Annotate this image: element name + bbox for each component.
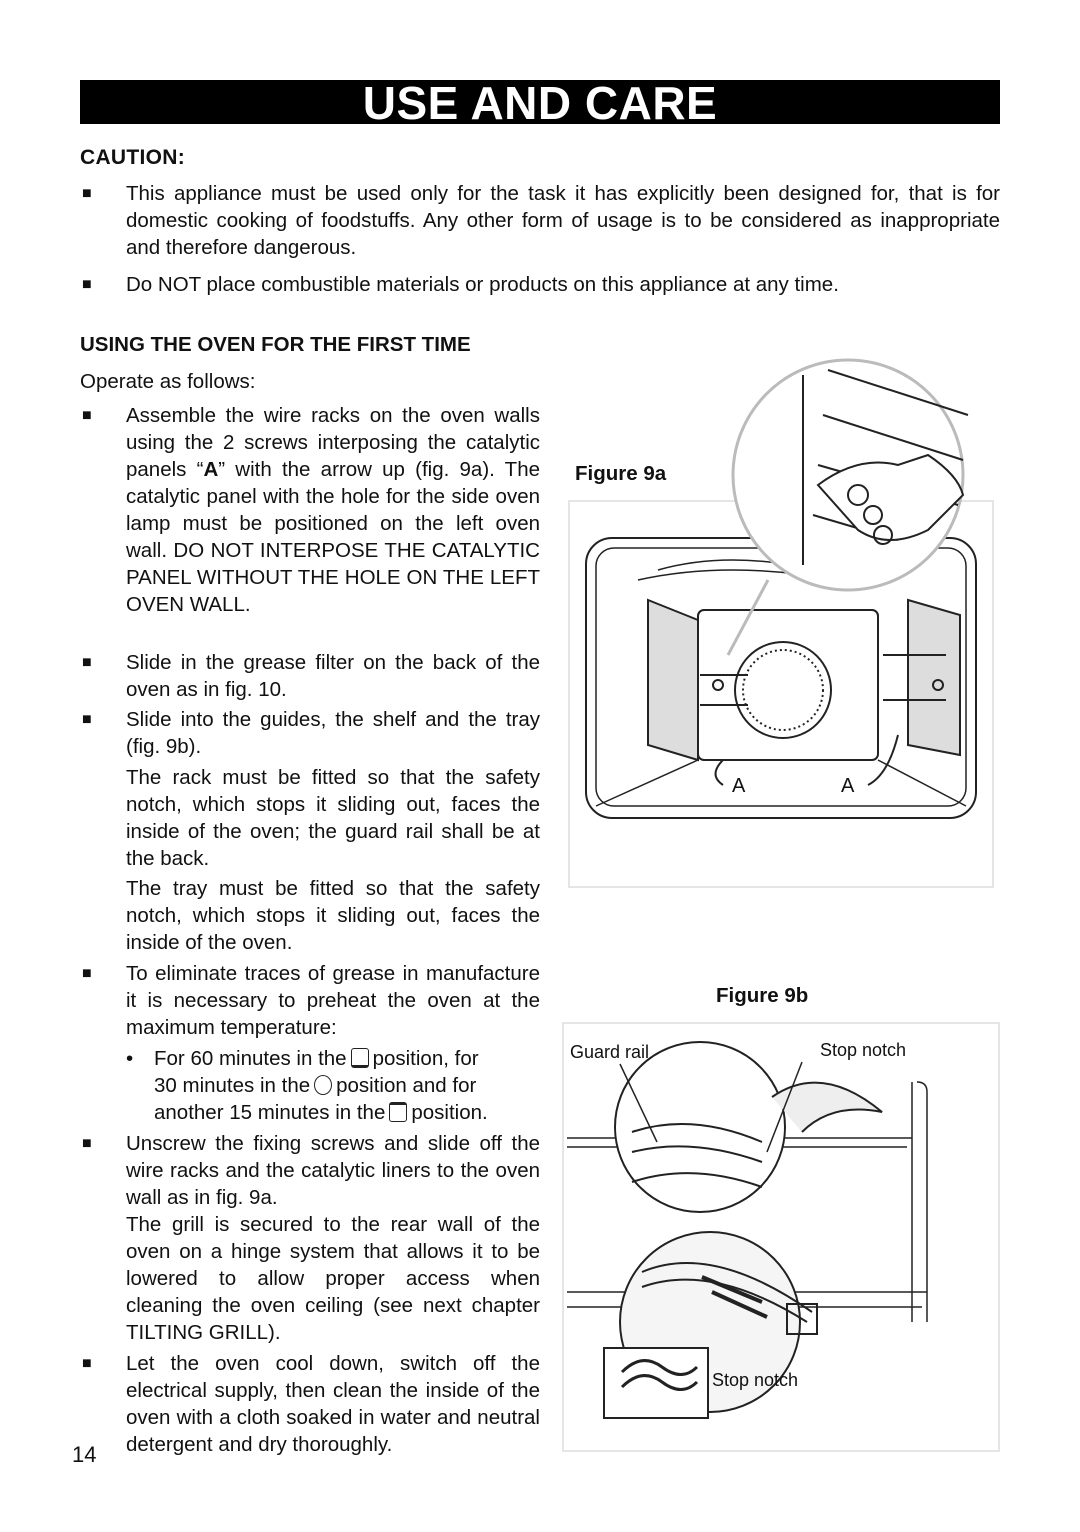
bullet-square-icon: ■	[82, 1355, 92, 1372]
preheat-line-2-b: position and for	[336, 1074, 477, 1097]
step-5-text: Unscrew the fixing screws and slide off …	[126, 1132, 540, 1209]
step-3: ■ Slide into the guides, the shelf and t…	[82, 706, 540, 760]
figure-9a-illustration: A A	[585, 358, 977, 819]
bottom-heat-icon	[350, 1048, 369, 1068]
bullet-square-icon: ■	[82, 185, 92, 202]
caution-item-1-text: This appliance must be used only for the…	[126, 182, 1000, 259]
grill-icon	[389, 1102, 408, 1122]
step-1-text-a: Assemble the wire racks on the oven wall…	[126, 404, 540, 481]
step-2-text: Slide in the grease filter on the back o…	[126, 651, 540, 701]
preheat-line-1-b: position, for	[372, 1047, 479, 1070]
stop-notch-label-top: Stop notch	[820, 1040, 906, 1060]
catalytic-panel-right	[907, 598, 961, 757]
stop-notch-inset	[603, 1347, 709, 1419]
step-1-text-b: ” with the arrow up (fig. 9a). The catal…	[126, 458, 540, 616]
callout-a-left: A	[732, 775, 746, 797]
step-1-bold: A	[203, 458, 219, 481]
step-3-para-1: The rack must be fitted so that the safe…	[126, 766, 540, 870]
step-3-para-2: The tray must be fitted so that the safe…	[126, 877, 540, 954]
section-heading: USING THE OVEN FOR THE FIRST TIME	[80, 333, 471, 356]
step-5-para-1: The grill is secured to the rear wall of…	[126, 1213, 540, 1344]
preheat-line-2: 30 minutes in the position and for	[154, 1072, 540, 1099]
figure-9a-label: Figure 9a	[575, 462, 667, 485]
bullet-square-icon: ■	[82, 654, 92, 671]
caution-heading: CAUTION:	[80, 146, 186, 169]
preheat-line-1: • For 60 minutes in the position, for	[126, 1045, 540, 1072]
stop-notch-label-bottom: Stop notch	[712, 1370, 798, 1390]
bullet-square-icon: ■	[82, 276, 92, 293]
bullet-square-icon: ■	[82, 965, 92, 982]
step-2: ■ Slide in the grease filter on the back…	[82, 649, 540, 703]
step-6: ■ Let the oven cool down, switch off the…	[82, 1350, 540, 1458]
bullet-square-icon: ■	[82, 711, 92, 728]
caution-item-2-text: Do NOT place combustible materials or pr…	[126, 273, 839, 296]
caution-item-2: ■ Do NOT place combustible materials or …	[82, 271, 1000, 298]
preheat-line-3: another 15 minutes in the position.	[154, 1099, 540, 1126]
page-title: USE AND CARE	[80, 80, 1000, 126]
bullet-square-icon: ■	[82, 407, 92, 424]
preheat-line-1-a: For 60 minutes in the	[154, 1047, 347, 1070]
step-5: ■ Unscrew the fixing screws and slide of…	[82, 1130, 540, 1211]
figure-9b-label: Figure 9b	[716, 984, 809, 1007]
callout-a-right: A	[841, 775, 855, 797]
step-6-text: Let the oven cool down, switch off the e…	[126, 1352, 540, 1456]
catalytic-panel-left	[647, 598, 699, 762]
bullet-square-icon: ■	[82, 1135, 92, 1152]
guard-rail-detail	[614, 1041, 786, 1213]
figure-9b-frame	[562, 1022, 1000, 1452]
caution-item-1: ■ This appliance must be used only for t…	[82, 180, 1000, 261]
fan-cover	[734, 641, 832, 739]
preheat-line-3-b: position.	[411, 1101, 488, 1124]
page-number: 14	[72, 1442, 97, 1467]
step-3-text: Slide into the guides, the shelf and the…	[126, 708, 540, 758]
guard-rail-label: Guard rail	[570, 1042, 649, 1062]
step-4: ■ To eliminate traces of grease in manuf…	[82, 960, 540, 1041]
step-4-text: To eliminate traces of grease in manufac…	[126, 962, 540, 1039]
bullet-dot-icon: •	[126, 1047, 134, 1070]
preheat-line-3-a: another 15 minutes in the	[154, 1101, 386, 1124]
fan-icon	[314, 1075, 333, 1095]
intro-text: Operate as follows:	[80, 370, 256, 393]
step-1: ■ Assemble the wire racks on the oven wa…	[82, 402, 540, 618]
figure-9b-illustration: Guard rail Stop notch Stop notch	[567, 1040, 928, 1419]
preheat-line-2-a: 30 minutes in the	[154, 1074, 311, 1097]
stop-notch-box	[786, 1303, 818, 1335]
